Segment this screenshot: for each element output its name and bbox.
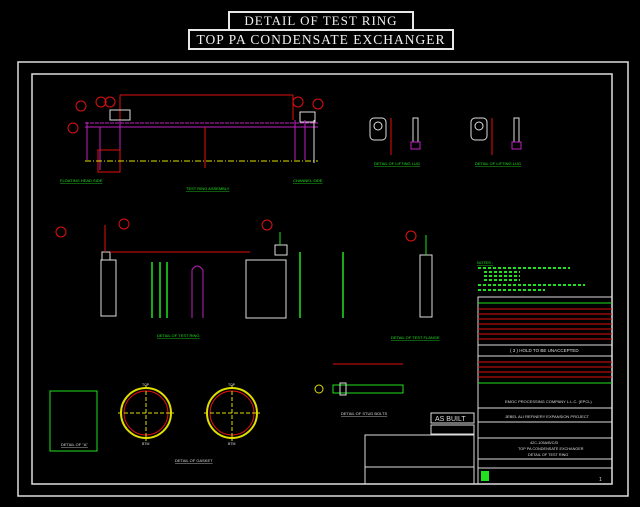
lifting-lug-label-1: DETAIL OF LIFTING LUG [374,161,420,166]
company-name: EMOC PROCESSING COMPANY L.L.C. (EPCL) [505,399,592,404]
sheet-number: 1 [599,477,602,483]
gasket-and-bolt-views: DETAIL OF "A" TOP BTM TOP BTM DETAIL OF … [49,363,404,463]
equipment-tag: 42C-105A/B/C/D [530,441,559,445]
lifting-lug-label-2: DETAIL OF LIFTING LUG [475,161,521,166]
project-name: JEBEL ALI REFINERY EXPANSION PROJECT [505,414,590,419]
gasket-detail-label: DETAIL OF GASKET [175,458,213,463]
top-label-2: TOP [228,383,236,387]
btm-label-2: BTM [228,442,235,446]
title-block: ( 3 ) HOLD TO BE UNACCEPTED EMOC PROCESS… [364,296,613,485]
inner-frame [31,73,613,485]
notes-heading: NOTES : [477,260,493,265]
title-block-title-1: TOP PA CONDENSATE EXCHANGER [518,447,584,451]
test-ring-assembly-label: TEST RING ASSEMBLY [186,186,230,191]
test-ring-detail-label: DETAIL OF TEST RING [157,333,200,338]
test-flange-detail-label: DETAIL OF TEST FLANGE [391,335,440,340]
test-ring-assembly-view: FLOATING HEAD SIDE TEST RING ASSEMBLY CH… [60,94,324,191]
drawing-subtitle: TOP PA CONDENSATE EXCHANGER [188,29,454,50]
hold-note: ( 3 ) HOLD TO BE UNACCEPTED [510,348,579,353]
title-block-title-2: DETAIL OF TEST RING [528,453,568,457]
weld-detail-label: DETAIL OF "A" [61,442,88,447]
stud-bolt-detail-label: DETAIL OF STUD BOLTS [341,411,387,416]
top-label-1: TOP [142,383,150,387]
outer-frame [17,61,629,497]
as-built-stamp: AS BUILT [435,416,466,423]
notes-block: NOTES : [477,260,585,291]
test-ring-detail-view: DETAIL OF TEST RING DETAIL OF TEST FLANG… [55,218,440,340]
btm-label-1: BTM [142,442,149,446]
channel-side-label: CHANNEL SIDE [293,178,323,183]
lifting-lug-views: DETAIL OF LIFTING LUG DETAIL OF LIFTING … [369,117,522,166]
floating-head-side-label: FLOATING HEAD SIDE [60,178,103,183]
